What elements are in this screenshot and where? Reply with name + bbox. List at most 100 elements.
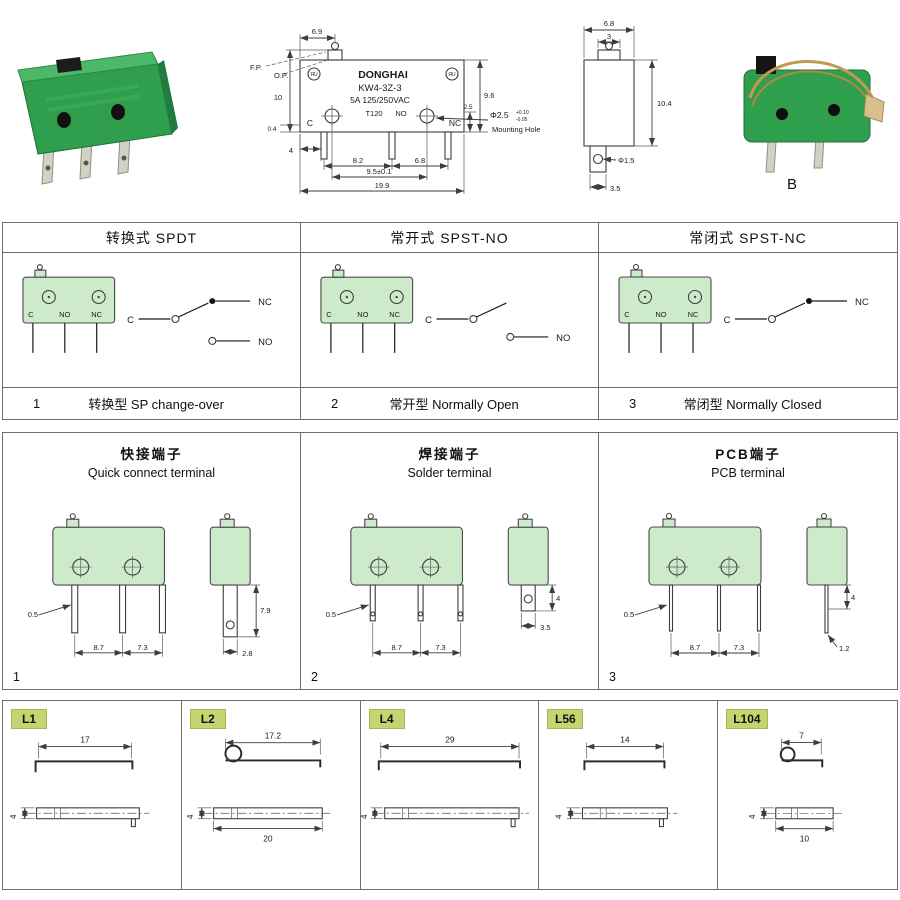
circuit-schematic: C NO (425, 302, 570, 344)
lever-cell-l2: L2 17.2 4 (182, 701, 361, 889)
dim-text: 8.7 (391, 643, 401, 652)
op-label: O.P. (274, 71, 288, 80)
model-text: KW4-3Z-3 (358, 83, 401, 94)
dim-text: 2.5 (463, 104, 472, 111)
body-outline (583, 41, 635, 173)
type-caption: 转换型 SP change-over (88, 397, 224, 412)
dim-edge-pin: 4 (289, 134, 322, 161)
plunger-button (56, 57, 82, 73)
lever-cell-l1: L1 17 4 (3, 701, 182, 889)
nc-terminal-label: NC (449, 118, 461, 128)
sch-c-label: C (724, 315, 731, 326)
terminal-tab (863, 93, 885, 123)
lever-l4-drawing: 29 4 (359, 735, 529, 828)
dim-text: 3.5 (610, 184, 620, 193)
lever-profile: 17 (34, 735, 134, 773)
mounting-dia-text: Φ2.5 (490, 110, 509, 120)
photo-b-label: B (786, 176, 797, 193)
dim-height-10: 10 (274, 49, 328, 132)
dim-width: 6.8 (583, 19, 635, 58)
c-terminal-label: C (307, 118, 313, 128)
front-dims: 0.5 8.7 7.3 (28, 604, 163, 657)
lever-side-view: 4 (359, 807, 529, 828)
dim-text: 6.8 (415, 156, 425, 165)
dim-text: 4 (747, 814, 757, 819)
icon-c-label: C (624, 310, 630, 319)
dim-text: 7.3 (137, 643, 147, 652)
dim-text: 3.5 (540, 623, 550, 632)
terminal-header-en: Solder terminal (407, 466, 492, 480)
ul-mark-icon: ЯU (448, 72, 456, 78)
dim-text: 7 (799, 731, 804, 741)
dim-terminal: 3.5 (589, 174, 620, 193)
side-view: 4 1.2 (806, 512, 855, 653)
lever-l56-drawing: 14 4 (554, 735, 678, 828)
lever-l2-drawing: 17.2 4 20 (185, 731, 332, 843)
terminal-column-quick-connect: 快接端子 Quick connect terminal 0.5 (3, 433, 301, 689)
terminal-types-table: 快接端子 Quick connect terminal 0.5 (2, 432, 898, 690)
switch-icon: C NO NC (618, 263, 712, 353)
dim-plunger-offset: 6.9 (299, 27, 336, 58)
type-header: 常开式 SPST-NO (301, 223, 598, 253)
side-view: 4 3.5 (507, 513, 560, 632)
switch-icon: C NO NC (22, 264, 116, 353)
lever-label-badge: L2 (189, 709, 226, 729)
terminal-number: 2 (311, 670, 318, 684)
dim-text: 29 (445, 735, 455, 745)
front-view-drawing: ЯU ЯU DONGHAI KW4-3Z-3 5A 125/250VAC T12… (250, 27, 540, 194)
product-photo-back (743, 56, 885, 173)
marking-text: ЯU ЯU DONGHAI KW4-3Z-3 5A 125/250VAC T12… (307, 67, 461, 128)
lever-profile: 17.2 (224, 731, 322, 768)
icon-nc-label: NC (91, 310, 102, 319)
fp-label: F.P. (250, 63, 262, 72)
terminal-header-en: Quick connect terminal (87, 466, 216, 480)
dim-text: 0.5 (326, 610, 336, 619)
type-number: 2 (331, 396, 339, 411)
lever-profile: 7 (779, 731, 824, 768)
dim-overtravel: 0.4 (267, 124, 300, 133)
type-header: 常闭式 SPST-NC (599, 223, 897, 253)
type-caption-row: 2 常开型 Normally Open (301, 387, 598, 419)
dim-text: 17 (80, 735, 90, 745)
type-caption-row: 1 转换型 SP change-over (3, 387, 300, 419)
dim-text: 4 (8, 814, 18, 819)
icon-nc-label: NC (389, 310, 400, 319)
type-column-spst-nc: 常闭式 SPST-NC C NO NC C (599, 223, 897, 419)
terminal-header-cn: 焊接端子 (418, 447, 481, 462)
sch-no-label: NO (556, 333, 570, 344)
lever-types-table: L1 17 4 (2, 700, 898, 890)
dim-text: 10 (274, 93, 282, 102)
type-number: 1 (33, 396, 41, 411)
mounting-holes (57, 104, 125, 128)
icon-no-label: NO (655, 310, 666, 319)
brand-text: DONGHAI (358, 69, 408, 81)
terminal-column-solder: 焊接端子 Solder terminal 0.5 (301, 433, 599, 689)
front-dims: 0.5 8.7 7.3 (326, 604, 461, 657)
pcb-terminal-drawing: 0.5 8.7 7.3 (624, 512, 855, 657)
sch-nc-label: NC (855, 297, 869, 308)
dim-text: 10 (800, 834, 810, 844)
terminal-number: 1 (13, 670, 20, 684)
dim-text: 6.8 (604, 19, 614, 28)
dim-text: Φ1.5 (618, 156, 634, 165)
type-column-spdt: 转换式 SPDT C NO NC C (3, 223, 301, 419)
spst-nc-diagram: C NO NC C NC (618, 263, 869, 353)
sch-no-label: NO (258, 337, 272, 348)
dim-text: 4 (289, 146, 293, 155)
dim-text: 17.2 (265, 731, 282, 741)
terminal-pins (765, 137, 825, 173)
dim-text: 10.4 (657, 99, 672, 108)
side-view: 7.9 2.8 (209, 513, 271, 658)
switch-icon: C NO NC (320, 264, 414, 353)
type-header: 转换式 SPDT (3, 223, 300, 253)
spdt-diagram: C NO NC C NC NO (22, 264, 272, 353)
mounting-hole-callout: Φ2.5 +0.10 -0.05 Mounting Hole (435, 110, 540, 134)
spst-no-diagram: C NO NC C NO (320, 264, 570, 353)
dim-text: 7.3 (734, 643, 744, 652)
hole-dia-callout: Φ1.5 (602, 156, 634, 165)
lever-side-view: 4 (8, 807, 150, 828)
dim-text: 8.2 (353, 156, 363, 165)
lever-cell-l56: L56 14 4 (539, 701, 719, 889)
terminal-header-en: PCB terminal (711, 466, 785, 480)
